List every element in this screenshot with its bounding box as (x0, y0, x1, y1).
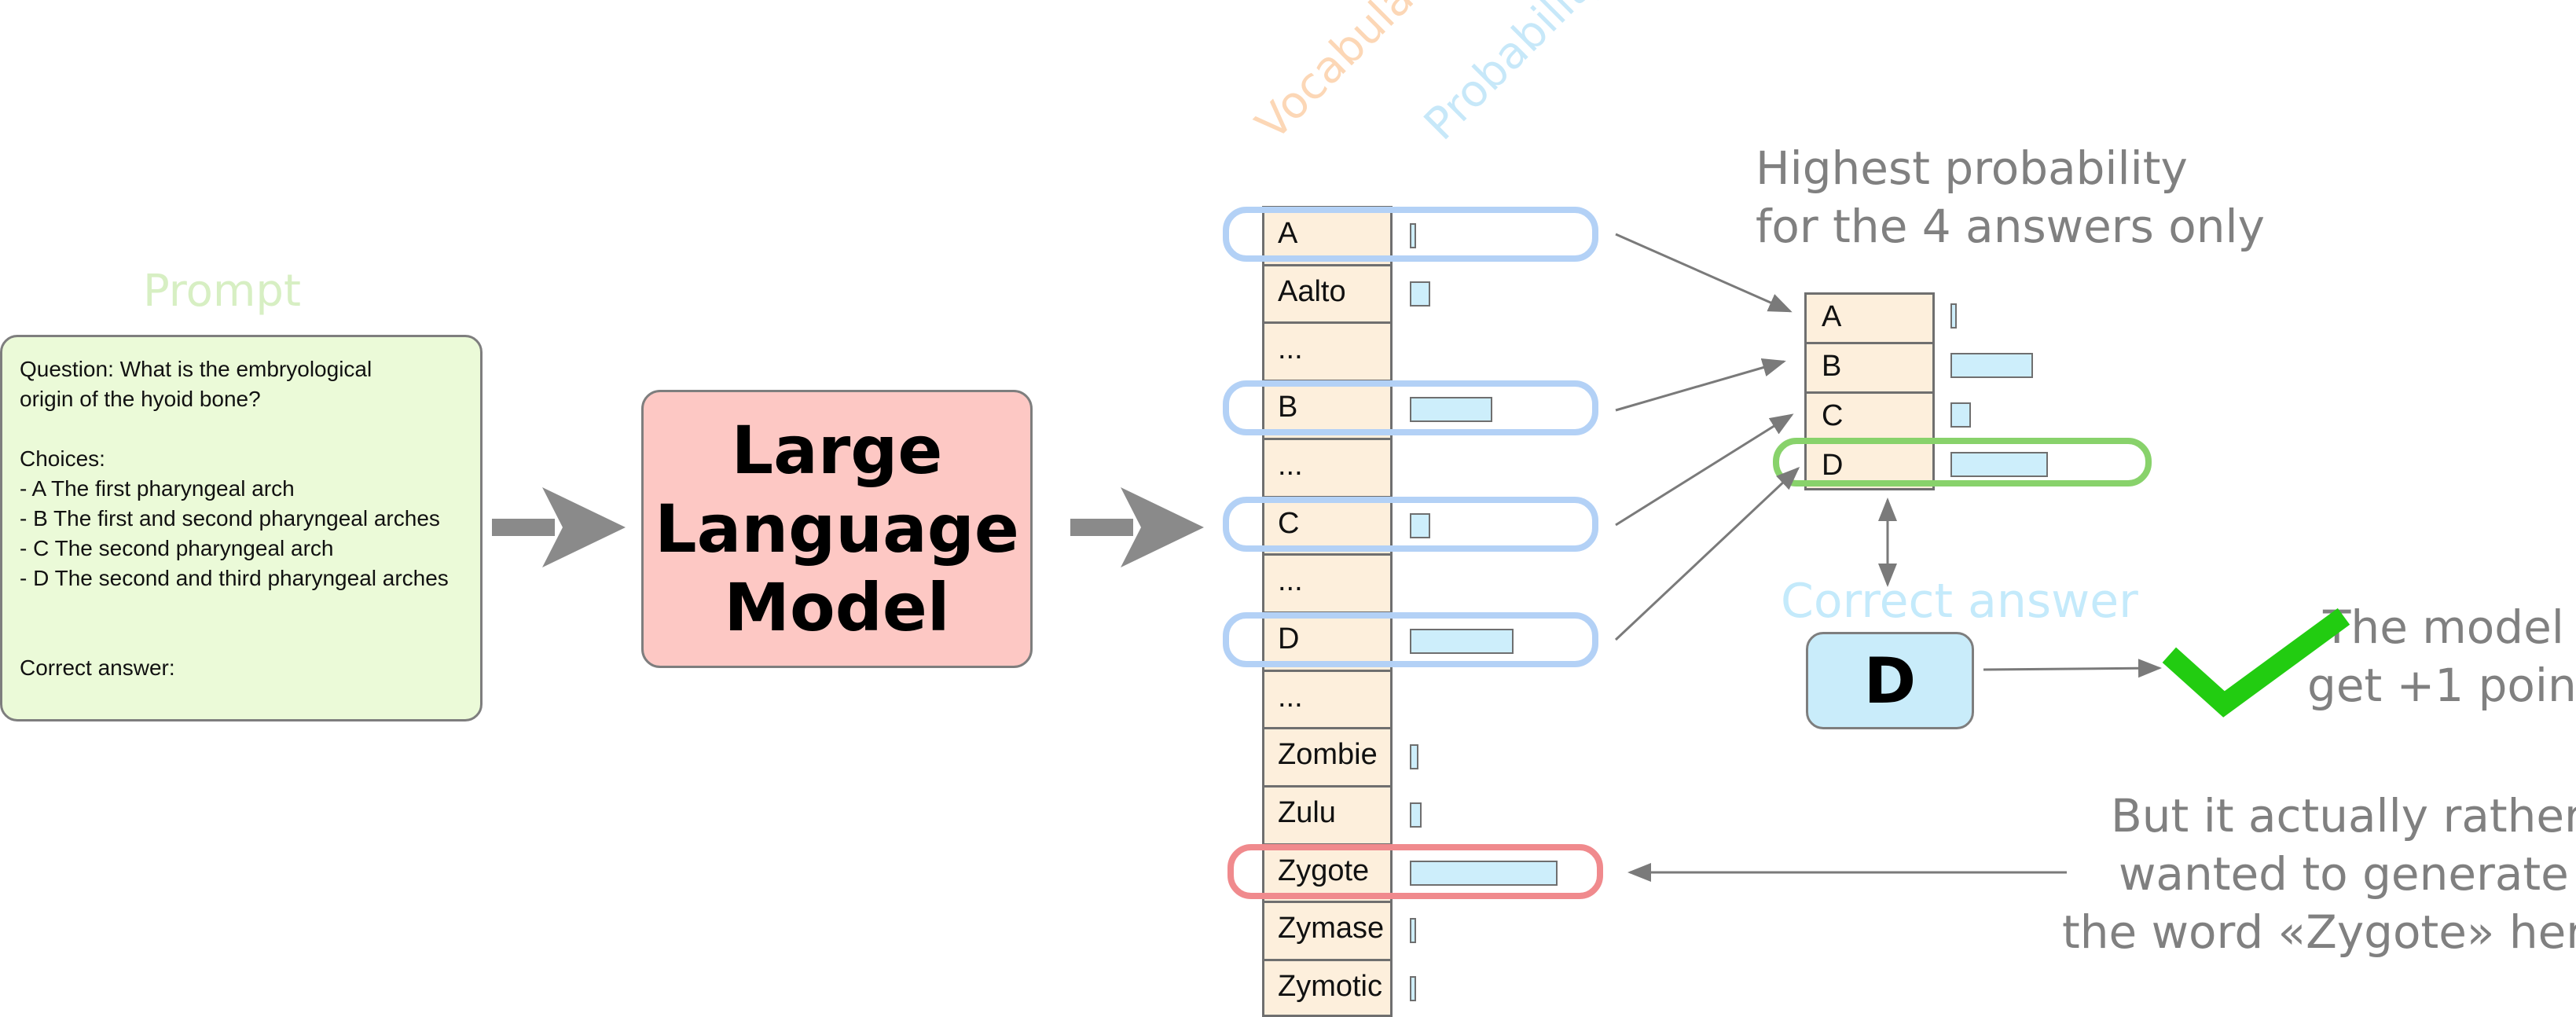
vocabulary-row (1262, 263, 1393, 322)
answer-probability-bar (1950, 353, 2034, 378)
answer-row (1804, 342, 1935, 391)
answers-caption-line2: for the 4 answers only (1756, 200, 2265, 253)
vocabulary-token: D (1278, 622, 1300, 655)
probability-bar (1410, 744, 1419, 770)
vocabulary-row (1262, 727, 1393, 785)
vocabulary-row (1262, 321, 1393, 380)
vocabulary-row (1262, 437, 1393, 496)
llm-label-line: Language (655, 490, 1019, 567)
vocabulary-token: Aalto (1278, 274, 1346, 308)
vocabulary-token: Zulu (1278, 796, 1336, 829)
llm-label: Large Language Model (655, 411, 1019, 647)
prompt-choice-d: - D The second and third pharyngeal arch… (20, 566, 449, 590)
note-line2: wanted to generate (2119, 847, 2569, 901)
vocabulary-token: B (1278, 391, 1298, 424)
correct-answer-label: Correct answer (1781, 574, 2138, 629)
vocabulary-row (1262, 553, 1393, 611)
highlight-red (1227, 843, 1603, 899)
vocabulary-token: Zygote (1278, 854, 1370, 887)
note-line3: the word «Zygote» here... (2062, 905, 2576, 959)
probability-bar (1410, 802, 1422, 828)
answer-label: D (1822, 449, 1844, 482)
arrow-b (1615, 358, 1786, 412)
prompt-box: Question: What is the embryological orig… (0, 335, 483, 721)
probability-bar (1410, 281, 1431, 307)
highlight-blue (1223, 611, 1598, 667)
vocabulary-row (1262, 669, 1393, 728)
probability-bar (1410, 976, 1416, 1002)
correct-answer-value: D (1863, 644, 1917, 718)
vocabulary-token: Zymase (1278, 912, 1385, 945)
answer-row (1804, 391, 1935, 441)
prompt-choices-title: Choices: (20, 446, 105, 471)
checkmark-icon (2162, 608, 2350, 718)
prompt-question-line2: origin of the hyoid bone? (20, 387, 261, 411)
vocabulary-token: ... (1278, 332, 1303, 366)
answer-probability-bar (1950, 303, 1957, 329)
probability-bar (1410, 223, 1416, 248)
llm-label-line: Model (724, 569, 950, 646)
llm-box: Large Language Model (641, 390, 1033, 668)
prompt-choice-b: - B The first and second pharyngeal arch… (20, 506, 440, 531)
vocabulary-token: ... (1278, 680, 1303, 714)
vocabulary-token: C (1278, 506, 1300, 540)
highlight-blue (1223, 380, 1598, 436)
llm-label-line: Large (731, 412, 943, 489)
answers-caption-line1: Highest probability (1756, 141, 2188, 195)
prompt-title: Prompt (143, 266, 301, 317)
vocabulary-row (1262, 785, 1393, 843)
arrow-a (1615, 233, 1793, 313)
probability-bar (1410, 512, 1431, 538)
vocabulary-row (1262, 959, 1393, 1017)
note-line1: But it actually rather (2111, 789, 2576, 843)
answer-label: C (1822, 399, 1844, 432)
result-line2: get +1 point (2307, 659, 2576, 712)
correct-answer-box: D (1806, 632, 1974, 729)
vocabulary-token: ... (1278, 564, 1303, 598)
model-to-vocab-arrow (1070, 487, 1204, 567)
vocabulary-token: Zombie (1278, 738, 1378, 772)
prompt-choice-c: - C The second pharyngeal arch (20, 536, 334, 560)
answer-label: A (1822, 300, 1842, 333)
result-line1: The model (2323, 600, 2564, 654)
prompt-answer-line: Correct answer: (20, 655, 175, 680)
highlight-blue (1223, 496, 1598, 552)
probability-bar (1410, 628, 1514, 654)
answer-label: B (1822, 350, 1842, 383)
prompt-choice-a: - A The first pharyngeal arch (20, 476, 295, 501)
highlight-blue (1223, 207, 1598, 262)
answer-probability-bar (1950, 452, 2049, 477)
prompt-question-line1: Question: What is the embryological (20, 357, 372, 381)
prompt-to-model-arrow (492, 487, 626, 567)
vocabulary-token: A (1278, 217, 1298, 250)
vocabulary-row (1262, 901, 1393, 959)
result-arrow (1983, 659, 2162, 678)
highlight-green (1773, 438, 2152, 486)
vocabulary-token: Zymotic (1278, 970, 1382, 1004)
probability-bar (1410, 860, 1558, 886)
probability-bar (1410, 397, 1493, 423)
vocabulary-token: ... (1278, 448, 1303, 482)
probability-bar (1410, 918, 1416, 944)
arrow-c (1615, 413, 1794, 527)
answer-probability-bar (1950, 402, 1972, 428)
arrow-d (1614, 466, 1800, 641)
